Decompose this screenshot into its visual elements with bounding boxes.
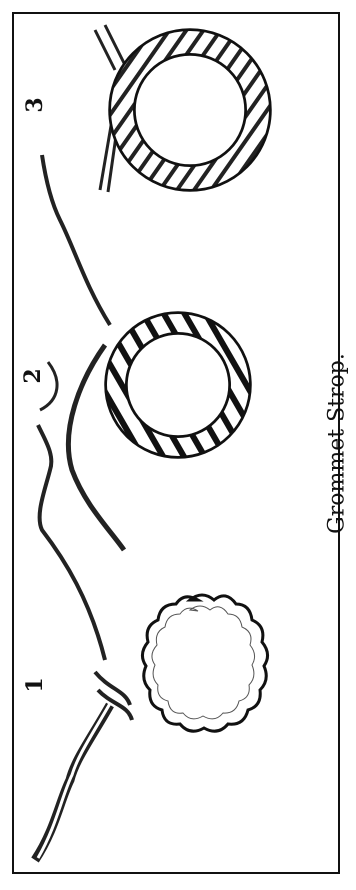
figure-caption: Grommet Strop. [325, 314, 350, 574]
figure-number-2: 2 [20, 363, 46, 389]
figure-number-3: 3 [22, 92, 48, 118]
figure-3-grommet [95, 25, 271, 192]
figure-2-grommet [40, 155, 251, 550]
figure-number-1: 1 [22, 672, 48, 698]
figure-1-strand-loop [35, 425, 268, 860]
